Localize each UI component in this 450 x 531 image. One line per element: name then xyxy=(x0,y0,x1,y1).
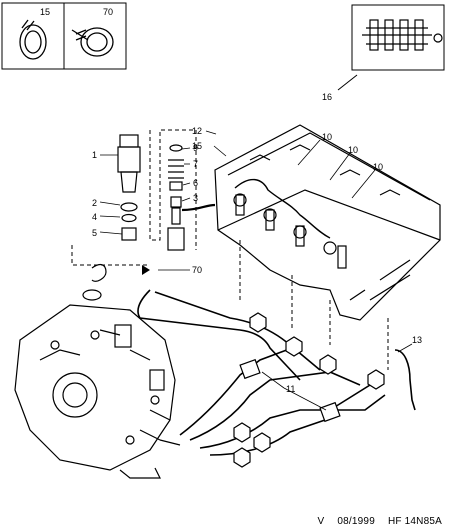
legend-label-70: 70 xyxy=(103,7,113,17)
footer-ref: HF 14N85A xyxy=(387,516,442,527)
cylinder-head xyxy=(214,124,441,321)
footer-reference: V 08/1999 HF 14N85A xyxy=(308,516,442,527)
callout-12: 12 xyxy=(192,126,202,136)
seal-ring-icon xyxy=(19,19,47,60)
injection-pump xyxy=(14,304,181,479)
injector-body xyxy=(117,134,141,241)
callout-10b: 10 xyxy=(348,145,358,155)
injector-nozzle-parts xyxy=(167,144,185,251)
callout-2: 2 xyxy=(92,198,97,208)
callout-3: 3 xyxy=(193,193,198,203)
hose-clip-part xyxy=(82,263,107,301)
pipe-unions xyxy=(233,312,385,468)
callout-4: 4 xyxy=(92,212,97,222)
callout-11: 11 xyxy=(286,384,295,394)
callout-6: 6 xyxy=(193,178,198,188)
footer-date: 08/1999 xyxy=(337,516,375,527)
callout-10a: 10 xyxy=(322,132,332,142)
legend-label-15: 15 xyxy=(40,7,50,17)
callout-7: 7 xyxy=(193,159,198,169)
callout-16: 16 xyxy=(322,92,332,102)
hose-clip-icon xyxy=(71,27,114,57)
callout-9: 9 xyxy=(193,143,198,153)
callout-70: 70 xyxy=(192,265,202,275)
callout-1: 1 xyxy=(92,150,97,160)
callout-10c: 10 xyxy=(373,162,383,172)
callout-13: 13 xyxy=(412,335,422,345)
callout-5: 5 xyxy=(92,228,97,238)
footer-version: V xyxy=(317,516,325,527)
injector-set-box xyxy=(351,4,445,71)
legend-panel xyxy=(1,2,127,70)
callout-15: 15 xyxy=(192,141,202,151)
